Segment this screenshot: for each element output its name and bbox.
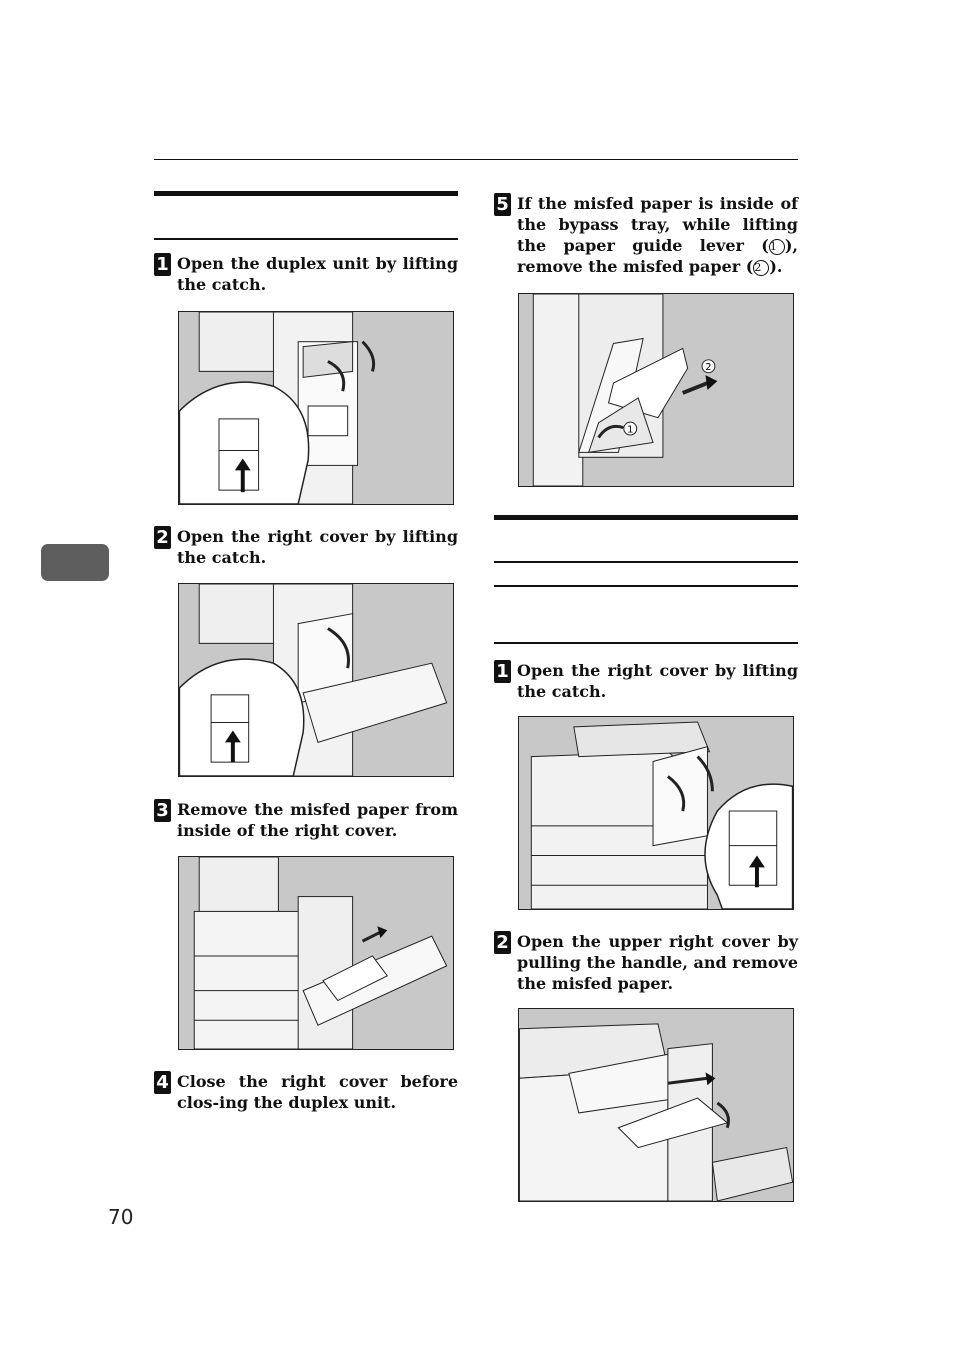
step-text: Close the right cover before clos-ing th…	[177, 1072, 458, 1112]
figure-open-right-cover	[178, 583, 454, 777]
callout-marker-2: 2	[753, 260, 770, 276]
illustration-bypass-tray: 2 1	[519, 294, 793, 486]
figure-upper-right-cover	[518, 1008, 794, 1202]
section-subheading-rule	[494, 585, 798, 587]
figure-remove-misfed-paper	[178, 856, 454, 1050]
illustration-remove-paper	[179, 857, 453, 1049]
callout-marker-1: 1	[768, 239, 785, 255]
step-number: 1	[154, 253, 171, 276]
illustration-duplex-catch	[179, 312, 453, 504]
header-rule	[154, 159, 798, 160]
figure-marker-1: 1	[627, 425, 633, 436]
section-subheading-rule	[494, 561, 798, 563]
chapter-side-tab	[41, 544, 109, 581]
step-text: Open the right cover by lifting the catc…	[177, 527, 458, 567]
step-number: 4	[154, 1071, 171, 1094]
section-heading-rule	[154, 191, 458, 196]
step-text: Remove the misfed paper from inside of t…	[177, 800, 458, 840]
subsection-rule	[154, 238, 458, 240]
step-number: 2	[494, 931, 511, 954]
step-number: 5	[494, 193, 511, 216]
step-text: Open the duplex unit by lifting the catc…	[177, 254, 458, 294]
step-number: 2	[154, 526, 171, 549]
illustration-upper-right-cover	[519, 1009, 793, 1201]
step-text: Open the upper right cover by pulling th…	[517, 932, 798, 993]
illustration-printer-right-cover	[519, 717, 793, 909]
illustration-right-cover-open	[179, 584, 453, 776]
step-text-part: If the misfed paper is inside of the byp…	[517, 194, 798, 255]
page-number: 70	[108, 1205, 134, 1229]
subsection-rule	[494, 642, 798, 644]
step-text-part: ), remove the misfed paper (	[517, 236, 798, 276]
step-number: 1	[494, 660, 511, 683]
figure-open-duplex-unit	[178, 311, 454, 505]
step-text-part: ).	[769, 257, 783, 276]
step-text: If the misfed paper is inside of the byp…	[517, 193, 798, 277]
figure-marker-2: 2	[705, 362, 711, 373]
figure-right-cover-catch	[518, 716, 794, 910]
step-number: 3	[154, 799, 171, 822]
figure-bypass-tray: 2 1	[518, 293, 794, 487]
section-heading-rule	[494, 515, 798, 520]
step-text: Open the right cover by lifting the catc…	[517, 661, 798, 701]
